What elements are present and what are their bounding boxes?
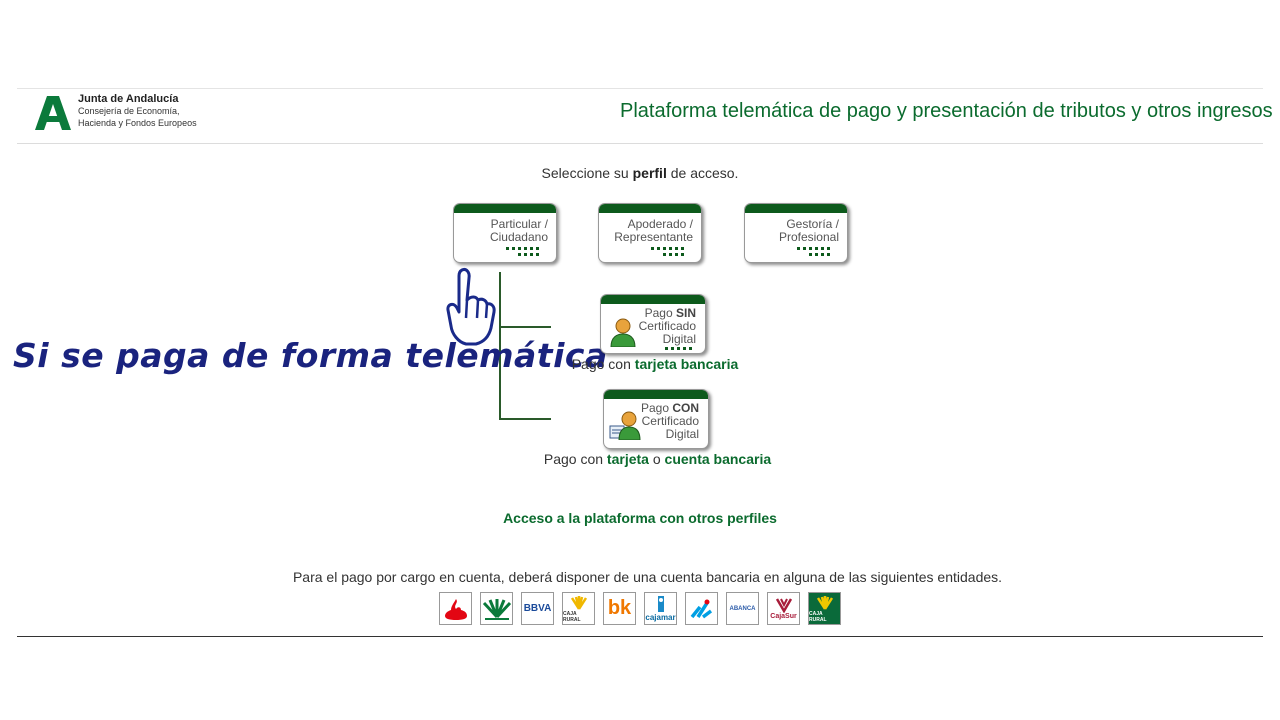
profile-label-line1: Particular / [490, 217, 548, 231]
profile-particular-button[interactable]: Particular /Ciudadano [453, 203, 557, 263]
select-profile-text: Seleccione su perfil de acceso. [0, 165, 1280, 181]
profile-label-line1: Gestoría / [786, 217, 839, 231]
user-icon [610, 318, 636, 347]
profile-gestoria-button[interactable]: Gestoría /Profesional [744, 203, 848, 263]
bank-label: CajaSur [770, 613, 797, 620]
unicaja-logo [480, 592, 513, 625]
select-prefix: Seleccione su [541, 165, 633, 181]
junta-logo-icon [35, 96, 71, 130]
platform-title: Plataforma telemática de pago y presenta… [620, 100, 1273, 122]
caption-prefix: Pago con [543, 451, 607, 467]
caption-bold: tarjeta bancaria [634, 356, 739, 372]
pay-line3: Digital [662, 332, 696, 346]
pay-line1-prefix: Pago [640, 401, 673, 415]
top-divider [17, 88, 1263, 89]
bankinter-logo: bk [603, 592, 636, 625]
bank-label: CAJA RURAL [563, 610, 581, 623]
caption-prefix: Pago con [571, 356, 635, 372]
tree-line-branch-2 [499, 418, 551, 420]
tree-line-vertical [499, 272, 501, 420]
pay-line3: Digital [665, 427, 699, 441]
other-profiles-link[interactable]: Acceso a la plataforma con otros perfile… [503, 510, 777, 526]
santander-flame-icon [444, 598, 467, 620]
unicaja-icon [482, 598, 511, 620]
cajasur-logo: CajaSur [767, 592, 800, 625]
profile-label-line2: Ciudadano [489, 230, 548, 244]
caption-bold-1: tarjeta [606, 451, 649, 467]
pay-line2: Certificado [638, 319, 696, 333]
org-logo-text: Junta de Andalucía Consejería de Economí… [78, 93, 197, 129]
org-name: Junta de Andalucía [78, 93, 179, 105]
select-bold: perfil [632, 165, 667, 181]
caja-rural-green-icon [816, 595, 833, 610]
caja-rural-green-logo: CAJA RURAL [808, 592, 841, 625]
profile-label-line2: Profesional [778, 230, 839, 244]
pago-con-caption: Pago con tarjeta o cuenta bancaria [530, 451, 785, 467]
dots-icon [651, 247, 684, 256]
dots-icon [797, 247, 830, 256]
caption-mid: o [648, 451, 665, 467]
pay-line1-prefix: Pago [644, 306, 676, 320]
cajamar-icon [657, 596, 664, 612]
pointing-hand-icon [446, 268, 496, 346]
dots-icon [506, 247, 539, 256]
cajamar-logo: cajamar [644, 592, 677, 625]
caja-rural-icon [570, 595, 587, 610]
bank-label: CAJA RURAL [809, 610, 827, 623]
pay-line2: Certificado [641, 414, 699, 428]
bottom-divider [17, 636, 1263, 637]
bank-label: cajamar [645, 613, 676, 622]
banks-info-text: Para el pago por cargo en cuenta, deberá… [292, 569, 1003, 585]
pago-sin-caption: Pago con tarjeta bancaria [560, 356, 750, 372]
org-sub2: Hacienda y Fondos Europeos [78, 118, 197, 128]
pay-line1-bold: SIN [675, 306, 696, 320]
caption-bold-2: cuenta bancaria [664, 451, 772, 467]
caja-rural-logo: CAJA RURAL [562, 592, 595, 625]
caixabank-star-icon [690, 599, 712, 618]
certificate-user-icon [609, 411, 641, 440]
profile-apoderado-button[interactable]: Apoderado /Representante [598, 203, 702, 263]
select-suffix: de acceso. [666, 165, 739, 181]
bank-logos-row: BBVA CAJA RURAL bk cajamar ABANCA CajaSu… [439, 592, 841, 626]
bbva-logo: BBVA [521, 592, 554, 625]
santander-logo [439, 592, 472, 625]
cajasur-icon [775, 598, 792, 613]
annotation-text: Si se paga de forma telemática [13, 336, 608, 375]
pay-line1-bold: CON [672, 401, 699, 415]
profile-label-line2: Representante [614, 230, 693, 244]
header-divider [17, 143, 1263, 144]
org-sub1: Consejería de Economía, [78, 106, 180, 116]
dots-icon [665, 347, 692, 350]
tree-line-branch-1 [499, 326, 551, 328]
abanca-logo: ABANCA [726, 592, 759, 625]
profile-label-line1: Apoderado / [627, 217, 693, 231]
caixabank-logo [685, 592, 718, 625]
